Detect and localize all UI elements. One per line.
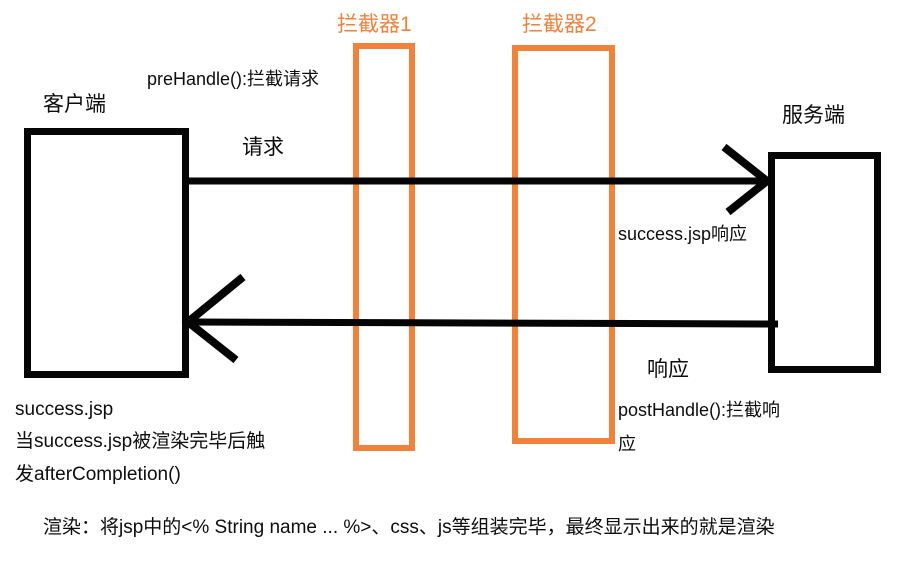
interceptor1-label: 拦截器1 [337,13,412,36]
client-label: 客户端 [43,93,106,116]
server-box [768,152,881,373]
after-completion-note-line3: 发afterCompletion() [15,464,181,485]
response-arrow [181,273,779,364]
interceptor2-rect [512,45,615,444]
posthandle-annotation-line1: postHandle():拦截响 [618,400,781,420]
success-jsp-note-line1: success.jsp [15,399,114,420]
client-box [24,128,189,378]
prehandle-annotation: preHandle():拦截请求 [147,69,320,89]
interceptor1-rect [353,43,415,451]
render-complete-note-line2: 当success.jsp被渲染完毕后触 [15,431,266,452]
success-jsp-response-annotation: success.jsp响应 [618,224,748,244]
render-definition-note: 渲染：将jsp中的<% String name ... %>、css、js等组装… [43,517,775,538]
interceptor2-label: 拦截器2 [522,13,597,36]
posthandle-annotation-line2: 应 [618,434,636,454]
server-label: 服务端 [782,104,845,127]
request-label: 请求 [242,136,284,159]
response-label: 响应 [647,358,689,381]
